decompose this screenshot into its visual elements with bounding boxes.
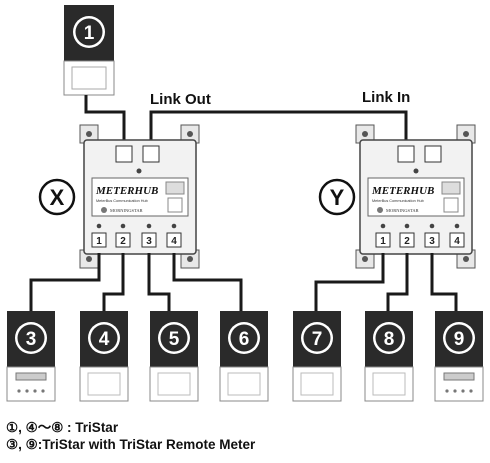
meterhub-y: METERHUB MeterBus Communication Hub MORN… [355,124,476,269]
device-9: 9 [434,311,484,402]
remote-meter-display [443,372,475,381]
bottom-wires [29,253,458,312]
device-1: 1 [63,5,115,96]
hub-y-port-3: 3 [429,236,435,247]
hub-y-letter: Y [330,185,345,210]
hub-y-subtitle: MeterBus Communication Hub [372,199,424,203]
hub-x-port-1: 1 [96,236,102,247]
device-3: 3 [6,311,56,402]
device-6-number: 6 [239,329,250,350]
device-4: 4 [79,311,129,402]
legend-line-2: ③, ⑨:TriStar with TriStar Remote Meter [6,437,256,452]
hub-y-marker: Y [318,178,356,216]
hub-x-letter: X [50,185,65,210]
hub-x-subtitle: MeterBus Communication Hub [96,199,148,203]
device-5-number: 5 [169,329,180,350]
link-in-label: Link In [362,89,410,106]
device-3-number: 3 [26,329,37,350]
device-8: 8 [364,311,414,402]
hub-y-port-4: 4 [454,236,460,247]
meterhub-x: METERHUB MeterBus Communication Hub MORN… [79,124,200,269]
hub-y-port-2: 2 [404,236,410,247]
hub-x-brand: METERHUB [95,185,158,197]
hub-y-brand: METERHUB [371,185,434,197]
link-out-label: Link Out [150,91,211,108]
hub-x-port-4: 4 [171,236,177,247]
top-wires [84,95,408,142]
hub-x-maker: MORNINGSTAR [110,208,143,213]
hub-x-port-2: 2 [120,236,126,247]
hub-x-port-3: 3 [146,236,152,247]
hub-x-marker: X [38,178,76,216]
remote-meter-display [15,372,47,381]
device-4-number: 4 [99,329,110,350]
device-5: 5 [149,311,199,402]
hub-y-port-1: 1 [380,236,386,247]
device-1-number: 1 [84,23,95,44]
device-6: 6 [219,311,269,402]
hub-y-maker: MORNINGSTAR [386,208,419,213]
device-9-number: 9 [454,329,465,350]
device-7: 7 [292,311,342,402]
device-7-number: 7 [312,329,323,350]
legend-line-1: ①, ④～⑧ : TriStar [6,420,119,435]
device-8-number: 8 [384,329,395,350]
